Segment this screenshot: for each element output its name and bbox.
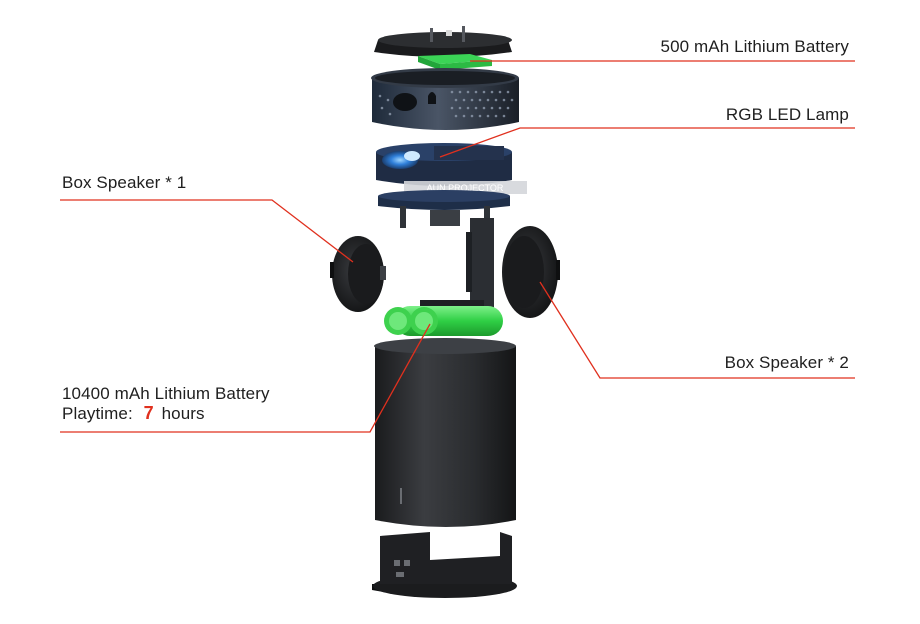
module-label: AUN PROJECTOR bbox=[427, 183, 504, 193]
leader-lines bbox=[60, 60, 855, 433]
leader-main-battery bbox=[60, 323, 431, 433]
leader-speaker-1 bbox=[60, 199, 354, 263]
speaker-1 bbox=[330, 236, 386, 312]
top-cap bbox=[374, 26, 512, 70]
perforated-ring bbox=[371, 68, 519, 130]
leader-led-lamp bbox=[439, 127, 855, 158]
callout-playtime: Playtime: 7 hours bbox=[62, 403, 205, 424]
playtime-unit: hours bbox=[161, 404, 205, 423]
chassis-frame bbox=[400, 206, 494, 310]
led-lamp-module: AUN PROJECTOR bbox=[376, 143, 527, 210]
callout-main-battery: 10400 mAh Lithium Battery bbox=[62, 384, 270, 403]
main-body bbox=[374, 338, 516, 527]
playtime-prefix: Playtime: bbox=[62, 404, 133, 423]
callout-led-lamp: RGB LED Lamp bbox=[725, 105, 849, 124]
callout-speaker-1: Box Speaker * 1 bbox=[62, 173, 187, 192]
base-unit bbox=[372, 532, 517, 598]
callout-speaker-2: Box Speaker * 2 bbox=[724, 353, 849, 372]
speaker-2 bbox=[502, 226, 560, 318]
leader-speaker-2 bbox=[539, 281, 855, 379]
callout-top-battery: 500 mAh Lithium Battery bbox=[660, 37, 849, 56]
playtime-value: 7 bbox=[143, 403, 154, 423]
